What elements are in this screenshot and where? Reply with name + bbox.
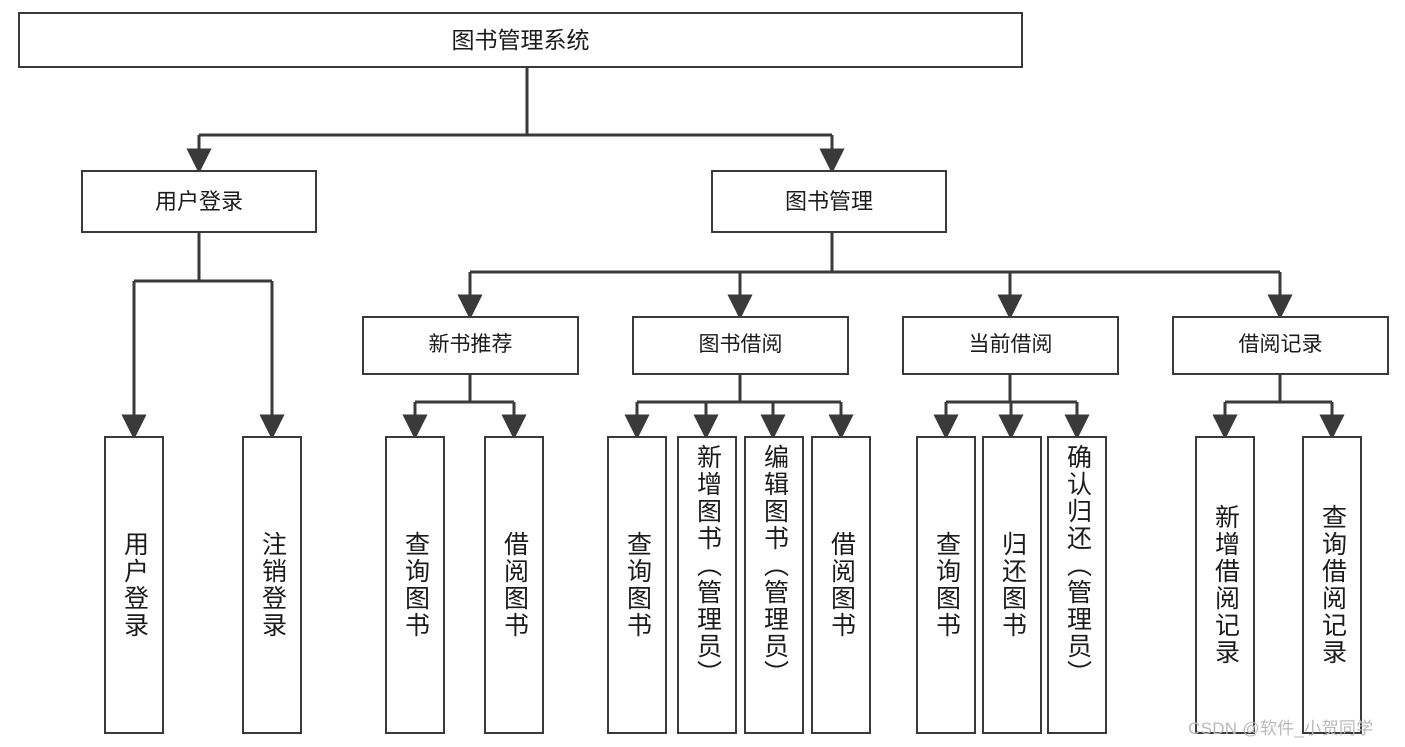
- leaf-query-record[interactable]: 查询借阅记录: [1302, 436, 1362, 734]
- leaf-edit-book-label: 编辑图书（管理员）: [760, 444, 789, 687]
- leaf-return-book[interactable]: 归还图书: [982, 436, 1042, 734]
- csdn-watermark: CSDN @软件_小贺同学: [1188, 719, 1374, 738]
- node-root[interactable]: 图书管理系统: [18, 12, 1023, 68]
- leaf-query-book-1[interactable]: 查询图书: [385, 436, 445, 734]
- leaf-add-record-label: 新增借阅记录: [1211, 504, 1240, 666]
- leaf-add-book[interactable]: 新增图书（管理员）: [677, 436, 737, 734]
- leaf-query-book-1-label: 查询图书: [401, 531, 430, 639]
- node-book-borrow-label: 图书借阅: [698, 333, 783, 357]
- node-new-book-recommend-label: 新书推荐: [428, 333, 513, 357]
- leaf-borrow-book-2[interactable]: 借阅图书: [811, 436, 871, 734]
- node-borrow-record[interactable]: 借阅记录: [1172, 316, 1389, 375]
- leaf-user-login-label: 用户登录: [120, 531, 149, 639]
- leaf-logout-label: 注销登录: [258, 531, 287, 639]
- node-book-management-label: 图书管理: [784, 188, 873, 214]
- leaf-borrow-book-1[interactable]: 借阅图书: [484, 436, 544, 734]
- leaf-query-book-2[interactable]: 查询图书: [607, 436, 667, 734]
- node-user-login-label: 用户登录: [154, 188, 243, 214]
- leaf-user-login[interactable]: 用户登录: [104, 436, 164, 734]
- leaf-query-book-3-label: 查询图书: [932, 531, 961, 639]
- leaf-confirm-return-label: 确认归还（管理员）: [1063, 444, 1092, 687]
- node-user-login[interactable]: 用户登录: [81, 170, 317, 233]
- node-current-borrow[interactable]: 当前借阅: [902, 316, 1119, 375]
- node-root-label: 图书管理系统: [451, 26, 590, 53]
- node-borrow-record-label: 借阅记录: [1238, 333, 1323, 357]
- leaf-borrow-book-2-label: 借阅图书: [827, 531, 856, 639]
- leaf-add-record[interactable]: 新增借阅记录: [1195, 436, 1255, 734]
- leaf-query-book-2-label: 查询图书: [623, 531, 652, 639]
- leaf-add-book-label: 新增图书（管理员）: [693, 444, 722, 687]
- leaf-return-book-label: 归还图书: [998, 531, 1027, 639]
- node-current-borrow-label: 当前借阅: [968, 333, 1053, 357]
- leaf-logout[interactable]: 注销登录: [242, 436, 302, 734]
- node-new-book-recommend[interactable]: 新书推荐: [362, 316, 579, 375]
- leaf-query-record-label: 查询借阅记录: [1318, 504, 1347, 666]
- leaf-confirm-return[interactable]: 确认归还（管理员）: [1047, 436, 1107, 734]
- leaf-borrow-book-1-label: 借阅图书: [500, 531, 529, 639]
- node-book-borrow[interactable]: 图书借阅: [632, 316, 849, 375]
- leaf-edit-book[interactable]: 编辑图书（管理员）: [744, 436, 804, 734]
- node-book-management[interactable]: 图书管理: [711, 170, 947, 233]
- leaf-query-book-3[interactable]: 查询图书: [916, 436, 976, 734]
